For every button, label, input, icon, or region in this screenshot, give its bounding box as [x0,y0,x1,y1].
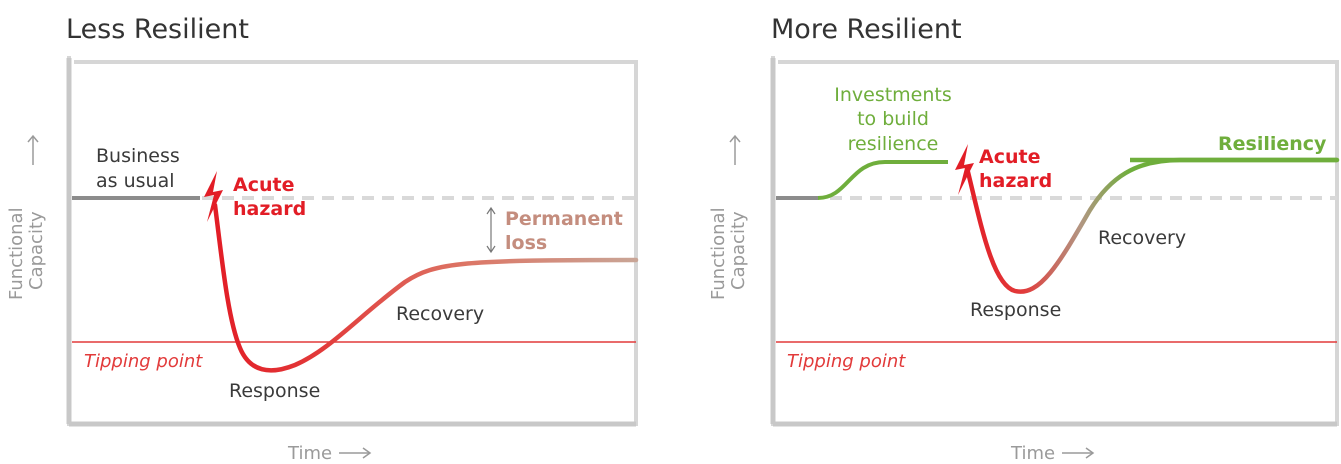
business-label-line1: Business [96,145,180,167]
y-axis-label: Functional Capacity [6,134,47,300]
hazard-label-line1: Acute [979,146,1040,168]
hazard-label-line1: Acute [233,174,294,196]
arrow-up-icon [729,134,741,165]
investment-label-line2: to build [857,108,929,130]
y-axis-label-line2: Capacity [728,211,749,290]
investment-label-line3: resilience [848,133,939,155]
response-label: Response [229,380,320,402]
business-label-line2: as usual [96,170,175,192]
recovery-label: Recovery [396,303,484,325]
capacity-curve [964,157,1340,294]
arrow-up-icon [27,134,39,165]
permanent-loss-label-line1: Permanent [505,208,623,230]
permanent-loss-label-line2: loss [505,232,547,254]
panel-title: More Resilient [771,14,962,45]
lightning-bolt-icon [955,144,974,195]
resiliency-label: Resiliency [1218,133,1327,155]
response-label: Response [970,299,1061,321]
investment-curve [817,160,948,200]
y-axis-label: Functional Capacity [708,134,749,300]
panel-more-resilient: More Resilient Functional Capacity Time [708,14,1340,464]
panel-title: Less Resilient [66,14,249,45]
capacity-curve [212,202,639,373]
lightning-bolt-icon [204,171,223,222]
tipping-point-label: Tipping point [84,351,203,372]
panel-less-resilient: Less Resilient Functional Capacity Time … [6,14,639,464]
double-arrow-vertical-icon [486,206,496,254]
y-axis-label-line2: Capacity [26,211,47,290]
hazard-label-line2: hazard [233,198,306,220]
y-axis-label-line1: Functional [708,207,729,300]
arrow-right-icon [1062,447,1095,459]
x-axis-label: Time [1010,443,1055,464]
investment-label-line1: Investments [834,84,952,106]
y-axis-label-line1: Functional [6,207,27,300]
tipping-point-label: Tipping point [787,351,906,372]
arrow-right-icon [339,447,372,459]
x-axis-label: Time [287,443,332,464]
hazard-label-line2: hazard [979,170,1052,192]
recovery-label: Recovery [1098,227,1186,249]
